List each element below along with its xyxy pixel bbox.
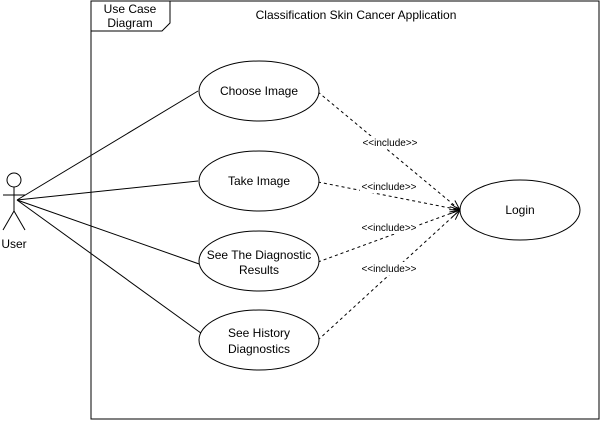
association-see-history: [16, 199, 206, 337]
system-name: Classification Skin Cancer Application: [256, 8, 457, 22]
association-choose-image: [16, 90, 199, 201]
frame-tab: [91, 1, 171, 32]
include-label-1: <<include>>: [362, 138, 417, 149]
use-case-take-image-label: Take Image: [228, 174, 290, 188]
include-label-2: <<include>>: [361, 182, 416, 193]
actor-left-leg: [2, 210, 15, 231]
use-case-login: Login: [459, 179, 581, 241]
actor-label: User: [1, 237, 26, 251]
include-label-4: <<include>>: [361, 264, 416, 275]
actor-head: [6, 172, 22, 188]
use-case-choose-image: Choose Image: [198, 60, 320, 122]
actor-user: User: [1, 172, 27, 251]
include-label-3: <<include>>: [361, 223, 416, 234]
use-case-see-history-diagnostics: See History Diagnostics: [198, 309, 320, 371]
actor-right-leg: [13, 210, 26, 231]
association-take-image: [16, 180, 199, 201]
association-see-results: [16, 199, 203, 266]
use-case-see-diagnostic-results: See The Diagnostic Results: [198, 230, 320, 292]
use-case-login-label: Login: [505, 203, 534, 217]
use-case-choose-image-label: Choose Image: [220, 84, 298, 98]
include-arrow-see-results: [317, 210, 460, 263]
use-case-see-results-label-line2: Results: [239, 263, 279, 277]
frame-tab-line2: Diagram: [107, 16, 152, 30]
use-case-see-history-label-line1: See History: [228, 326, 290, 340]
use-case-see-results-label-line1: See The Diagnostic: [207, 248, 312, 262]
use-case-see-history-label-line2: Diagnostics: [228, 342, 290, 356]
system-frame: [90, 0, 600, 420]
include-arrow-take-image: [317, 181, 460, 210]
frame-tab-line1: Use Case: [104, 2, 157, 16]
use-case-take-image: Take Image: [198, 150, 320, 212]
include-arrow-choose-image: [317, 91, 460, 210]
